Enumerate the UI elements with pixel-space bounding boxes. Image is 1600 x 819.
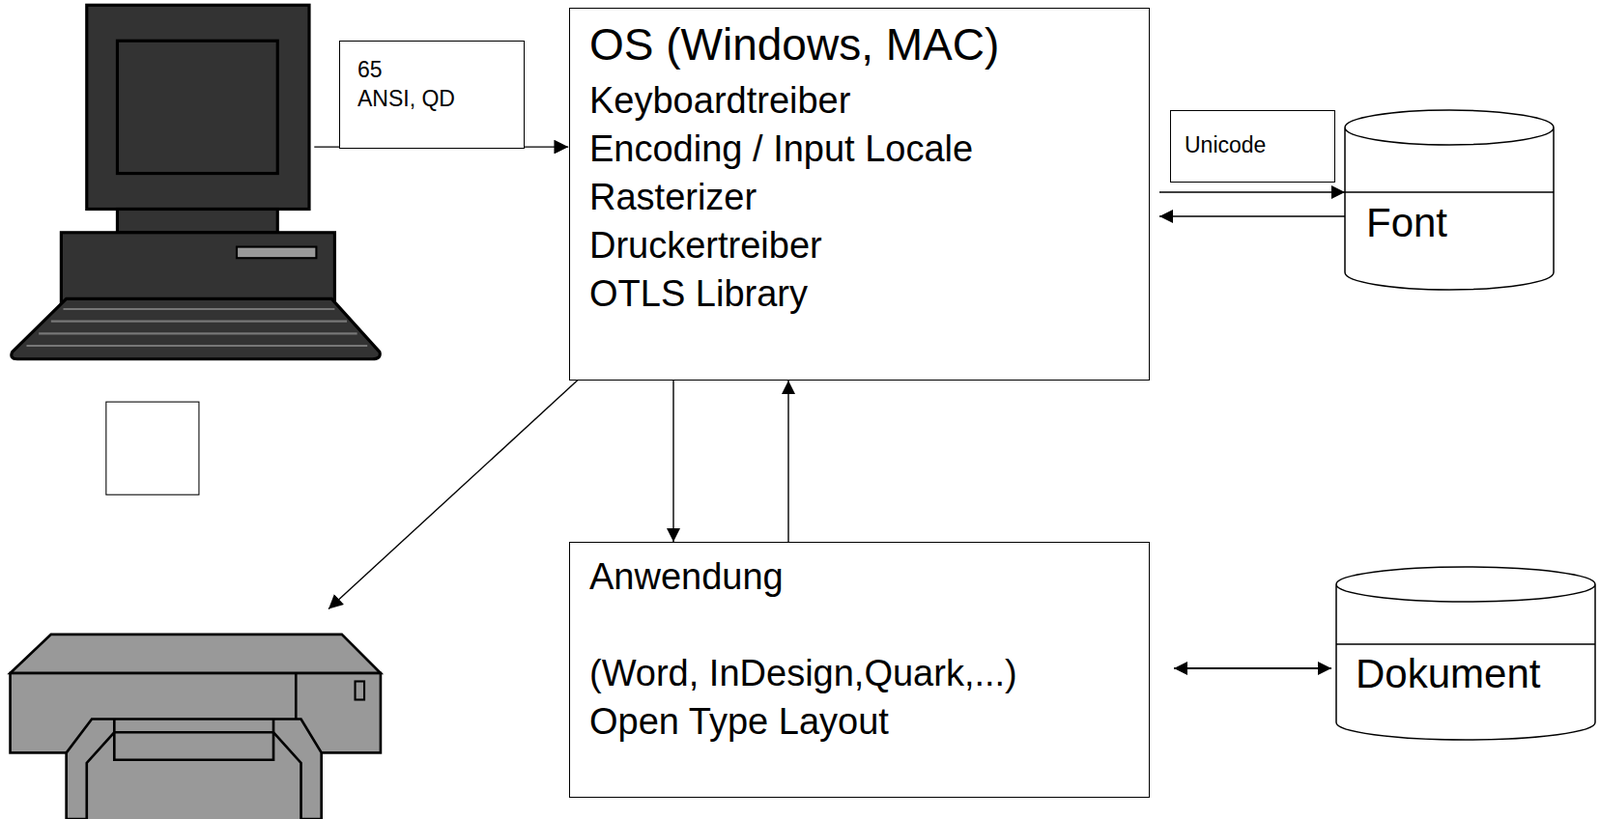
- storage-cylinder: Font: [1344, 110, 1554, 290]
- node-title: OS (Windows, MAC): [589, 16, 1000, 73]
- connector-arrow: [1173, 667, 1332, 670]
- printer-illustration: [10, 634, 381, 819]
- node-text: ANSI, QD: [357, 84, 456, 114]
- cylinder-band: [1336, 643, 1596, 646]
- node-text: OTLS Library: [589, 269, 808, 318]
- storage-cylinder: Dokument: [1336, 567, 1596, 741]
- label-box: Unicode: [1170, 110, 1336, 183]
- node-text: Rasterizer: [589, 172, 757, 222]
- node-title: Dokument: [1355, 650, 1541, 699]
- node-text: Open Type Layout: [589, 697, 889, 746]
- label-box: 65ANSI, QD: [339, 40, 525, 149]
- node-title: Font: [1366, 199, 1448, 248]
- node-title: 65: [357, 55, 383, 85]
- connector-arrow: [787, 380, 789, 543]
- node-text: (Word, InDesign,Quark,...): [589, 649, 1018, 698]
- print-arrow: [328, 378, 580, 610]
- node-title: Anwendung: [589, 552, 784, 601]
- cylinder-body: [1344, 110, 1554, 290]
- node-text: Keyboardtreiber: [589, 76, 851, 125]
- connector-arrow: [1159, 191, 1345, 193]
- empty-square: [106, 401, 200, 495]
- cylinder-band: [1344, 191, 1554, 194]
- cylinder-body: [1336, 567, 1596, 741]
- connector-arrow: [672, 380, 674, 543]
- process-box: OS (Windows, MAC)KeyboardtreiberEncoding…: [569, 7, 1150, 381]
- process-box: Anwendung (Word, InDesign,Quark,...)Open …: [569, 542, 1150, 799]
- node-text: Encoding / Input Locale: [589, 124, 973, 173]
- computer-illustration: [11, 4, 380, 359]
- node-text: Druckertreiber: [589, 221, 823, 270]
- connector-arrow: [1159, 215, 1345, 217]
- node-title: Unicode: [1184, 130, 1266, 160]
